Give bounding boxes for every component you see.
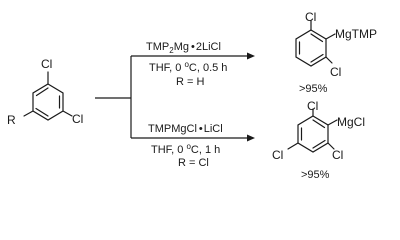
benzene-ring (32, 83, 64, 121)
product-bottom-cl-left: Cl (272, 148, 283, 162)
starting-material: Cl Cl R (7, 57, 83, 127)
branch-arrows (95, 52, 255, 142)
benzene-ring (295, 29, 327, 67)
product-bottom-cl-top: Cl (307, 99, 318, 113)
yield-top: >95% (299, 83, 328, 95)
product-top-cl-2: Cl (330, 65, 341, 79)
solvent-temp-bottom: THF, 0 oC, 1 h (151, 142, 220, 156)
conditions-bottom: TMPMgCl•LiCl THF, 0 oC, 1 h R = Cl (148, 123, 223, 169)
product-top: Cl MgTMP Cl >95% (295, 10, 377, 95)
benzene-ring (297, 115, 329, 153)
arrowhead-bottom (247, 134, 255, 142)
conditions-top: TMP2Mg•2LiCl THF, 0 oC, 0.5 h R = H (146, 41, 227, 88)
r-condition-top: R = H (176, 76, 204, 88)
reagent-top: TMP2Mg•2LiCl (146, 41, 221, 55)
bond-to-right-cl (62, 110, 73, 117)
product-bottom-metal: MgCl (337, 115, 365, 129)
arrowhead-top (247, 52, 255, 60)
product-top-metal: MgTMP (335, 27, 377, 41)
reaction-scheme: Cl Cl R TMP2Mg•2LiCl THF, 0 oC, 0.5 h R … (7, 10, 377, 181)
yield-bottom: >95% (301, 169, 330, 181)
substituent-r: R (7, 113, 16, 127)
product-top-cl-1: Cl (305, 10, 316, 24)
product-bottom: Cl MgCl Cl Cl >95% (272, 99, 365, 181)
bond-to-r (23, 110, 34, 117)
product-bottom-cl-right: Cl (332, 148, 343, 162)
reagent-bottom: TMPMgCl•LiCl (148, 123, 223, 135)
r-condition-bottom: R = Cl (178, 157, 209, 169)
substituent-top-cl: Cl (41, 57, 52, 71)
solvent-temp-top: THF, 0 oC, 0.5 h (149, 60, 227, 74)
substituent-right-cl: Cl (72, 112, 83, 126)
